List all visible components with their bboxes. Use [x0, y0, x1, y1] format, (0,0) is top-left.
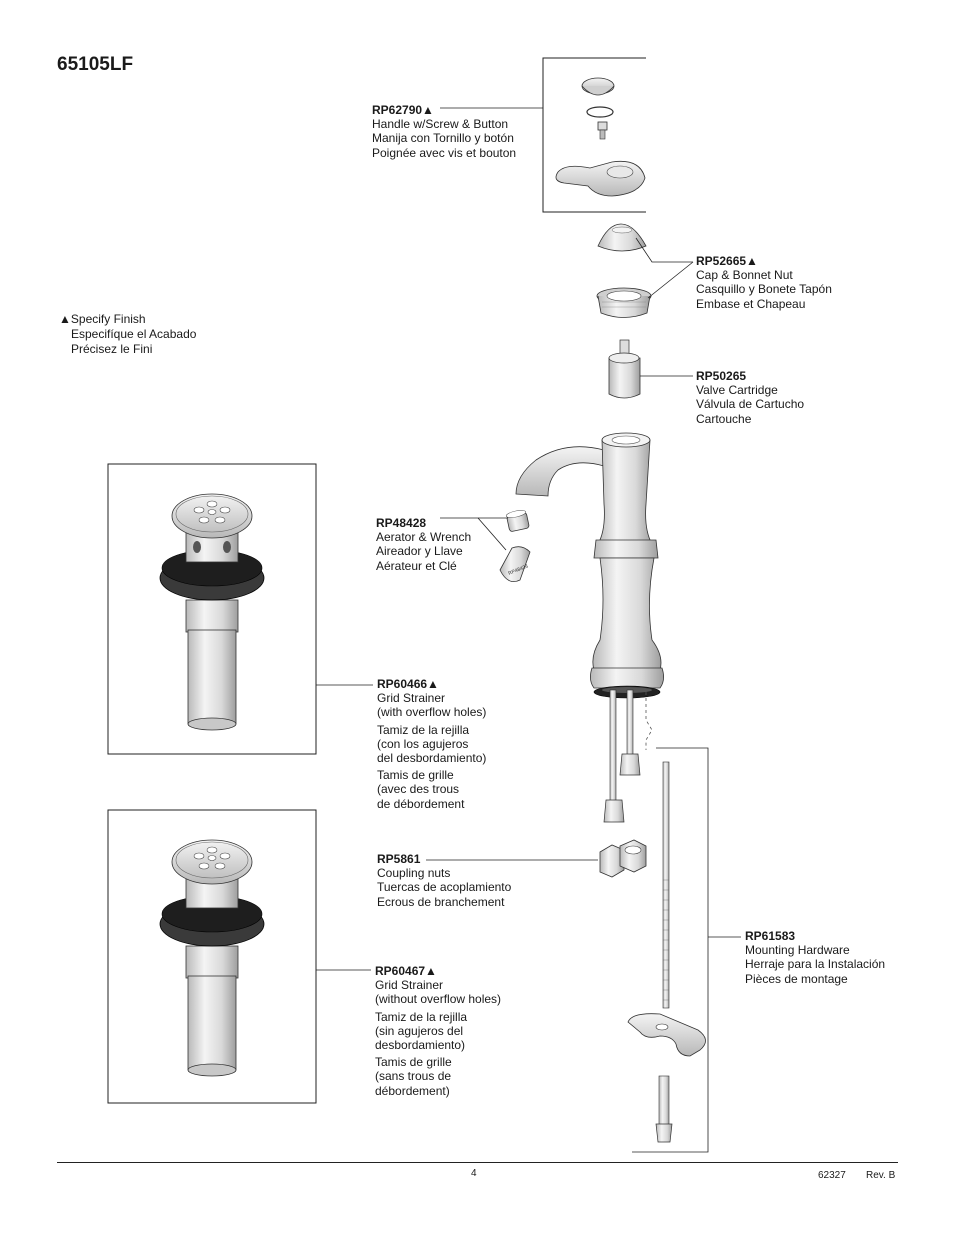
finish-note-line-1: ▲Specify Finish — [59, 312, 146, 326]
description-es: Tamiz de la rejilla — [377, 722, 470, 737]
mounting-label: RP61583 Mounting Hardware Herraje para l… — [745, 929, 885, 986]
description-en: Cap & Bonnet Nut — [696, 268, 793, 283]
description-en: Mounting Hardware — [745, 943, 850, 958]
description-es: (sin agujeros del — [375, 1023, 464, 1038]
description-es: del desbordamiento) — [377, 751, 487, 766]
description-es: Herraje para la Instalación — [745, 957, 886, 972]
revision: Rev. B — [866, 1170, 896, 1181]
description-fr: Pièces de montage — [745, 971, 848, 986]
strainer-no-overflow-label: RP60467▲ Grid Strainer (without overflow… — [375, 964, 501, 1098]
description-fr: (sans trous de — [375, 1069, 452, 1084]
description-en: Grid Strainer — [377, 691, 446, 706]
finish-note-line-2: Especifíque el Acabado — [71, 327, 197, 341]
part-number: RP50265 — [696, 369, 747, 383]
description-es: Tuercas de acoplamiento — [377, 880, 512, 895]
triangle-icon: ▲ — [59, 312, 71, 326]
part-number: RP60466▲ — [377, 677, 439, 691]
description-fr: (avec des trous — [377, 782, 460, 797]
strainer-overflow-label: RP60466▲ Grid Strainer (with overflow ho… — [377, 677, 486, 811]
mounting-hardware — [627, 761, 706, 1143]
part-number: RP5861 — [377, 852, 421, 866]
description-fr: Embase et Chapeau — [696, 296, 806, 311]
description-en: Aerator & Wrench — [376, 530, 472, 545]
footer-divider — [57, 1162, 898, 1163]
description-en: Handle w/Screw & Button — [372, 117, 509, 132]
coupling-label: RP5861 Coupling nuts Tuercas de acoplami… — [377, 852, 511, 909]
description-en: (without overflow holes) — [375, 992, 502, 1007]
part-number: RP52665▲ — [696, 254, 758, 268]
valve-cartridge — [608, 339, 641, 399]
description-es: Tamiz de la rejilla — [375, 1009, 468, 1024]
strainer-without-overflow-box — [107, 809, 317, 1104]
page-number: 4 — [471, 1168, 477, 1179]
description-fr: Tamis de grille — [377, 768, 454, 783]
description-en: Coupling nuts — [377, 866, 451, 881]
cap-bonnet-nut — [596, 223, 652, 318]
finish-note-line-3: Précisez le Fini — [71, 342, 153, 356]
handle-assembly — [542, 57, 646, 213]
document-number: 62327 — [818, 1170, 846, 1181]
description-fr: Tamis de grille — [375, 1055, 452, 1070]
description-en: (with overflow holes) — [377, 705, 487, 720]
aerator-and-wrench: RP48428 — [499, 510, 531, 583]
description-fr: Cartouche — [696, 411, 752, 426]
part-number: RP62790▲ — [372, 103, 434, 117]
faucet-body — [515, 432, 664, 699]
strainer-with-overflow-box — [107, 463, 317, 755]
supply-tubes — [603, 689, 653, 823]
description-es: Aireador y Llave — [376, 544, 463, 559]
description-es: (con los agujeros — [377, 736, 469, 751]
part-number: RP60467▲ — [375, 964, 437, 978]
description-fr: de débordement — [377, 796, 465, 811]
cap-label: RP52665▲ Cap & Bonnet Nut Casquillo y Bo… — [696, 254, 832, 311]
handle-label: RP62790▲ Handle w/Screw & Button Manija … — [372, 103, 516, 160]
description-es: Manija con Tornillo y botón — [372, 131, 514, 146]
description-fr: Aérateur et Clé — [376, 558, 457, 573]
description-en: Grid Strainer — [375, 978, 444, 993]
description-en: Valve Cartridge — [696, 383, 778, 398]
description-es: Válvula de Cartucho — [696, 397, 805, 412]
description-fr: Poignée avec vis et bouton — [372, 145, 517, 160]
finish-note: ▲Specify Finish Especifíque el Acabado P… — [59, 312, 196, 357]
model-number: 65105LF — [57, 54, 134, 75]
description-fr: Ecrous de branchement — [377, 894, 505, 909]
description-es: Casquillo y Bonete Tapón — [696, 282, 832, 297]
coupling-nuts — [599, 839, 647, 878]
aerator-label: RP48428 Aerator & Wrench Aireador y Llav… — [376, 516, 471, 573]
part-number: RP48428 — [376, 516, 427, 530]
description-fr: débordement) — [375, 1083, 450, 1098]
cartridge-label: RP50265 Valve Cartridge Válvula de Cartu… — [696, 369, 804, 426]
part-number: RP61583 — [745, 929, 796, 943]
description-es: desbordamiento) — [375, 1038, 466, 1053]
